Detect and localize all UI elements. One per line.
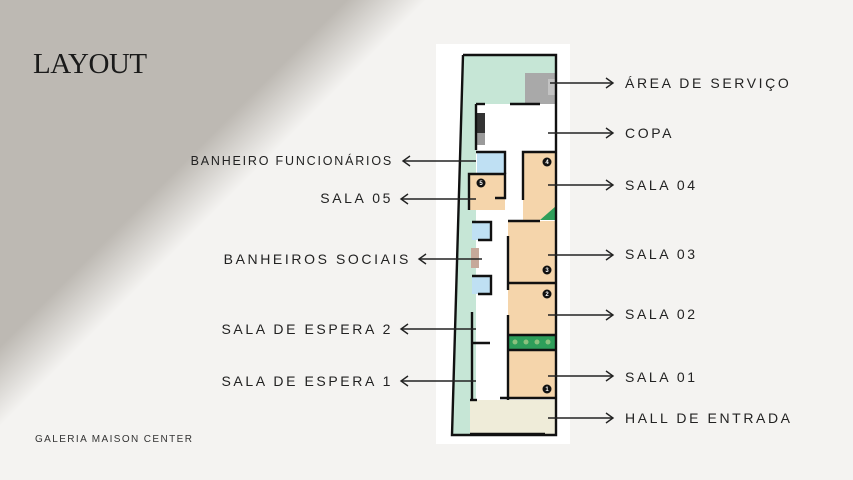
- copa-room: [476, 104, 556, 152]
- label-sala-03: SALA 03: [625, 246, 698, 262]
- room-number-3: 3: [545, 268, 549, 274]
- sala-05-room: [469, 174, 505, 210]
- label-area-de-servico: ÁREA DE SERVIÇO: [625, 75, 792, 91]
- label-sala-01: SALA 01: [625, 369, 698, 385]
- banheiro-social-2: [472, 276, 491, 294]
- hall-de-entrada-room: [470, 400, 556, 434]
- page-title: LAYOUT: [33, 48, 147, 80]
- label-banheiro-funcionarios: BANHEIRO FUNCIONÁRIOS: [190, 154, 393, 168]
- banheiro-social-1: [472, 222, 491, 240]
- label-sala-02: SALA 02: [625, 306, 698, 322]
- label-sala-de-espera-1: SALA DE ESPERA 1: [221, 373, 393, 389]
- label-copa: COPA: [625, 125, 675, 141]
- label-sala-04: SALA 04: [625, 177, 698, 193]
- room-number-1: 1: [545, 387, 549, 393]
- room-number-4: 4: [545, 160, 549, 166]
- room-number-2: 2: [545, 292, 549, 298]
- planter: [508, 335, 556, 350]
- label-hall-de-entrada: HALL DE ENTRADA: [625, 410, 793, 426]
- footer-brand: GALERIA MAISON CENTER: [35, 434, 194, 445]
- room-number-5: 5: [479, 181, 483, 187]
- label-sala-05: SALA 05: [320, 190, 393, 206]
- label-banheiros-sociais: BANHEIROS SOCIAIS: [223, 251, 411, 267]
- label-sala-de-espera-2: SALA DE ESPERA 2: [221, 321, 393, 337]
- banheiro-funcionarios-room: [477, 153, 505, 174]
